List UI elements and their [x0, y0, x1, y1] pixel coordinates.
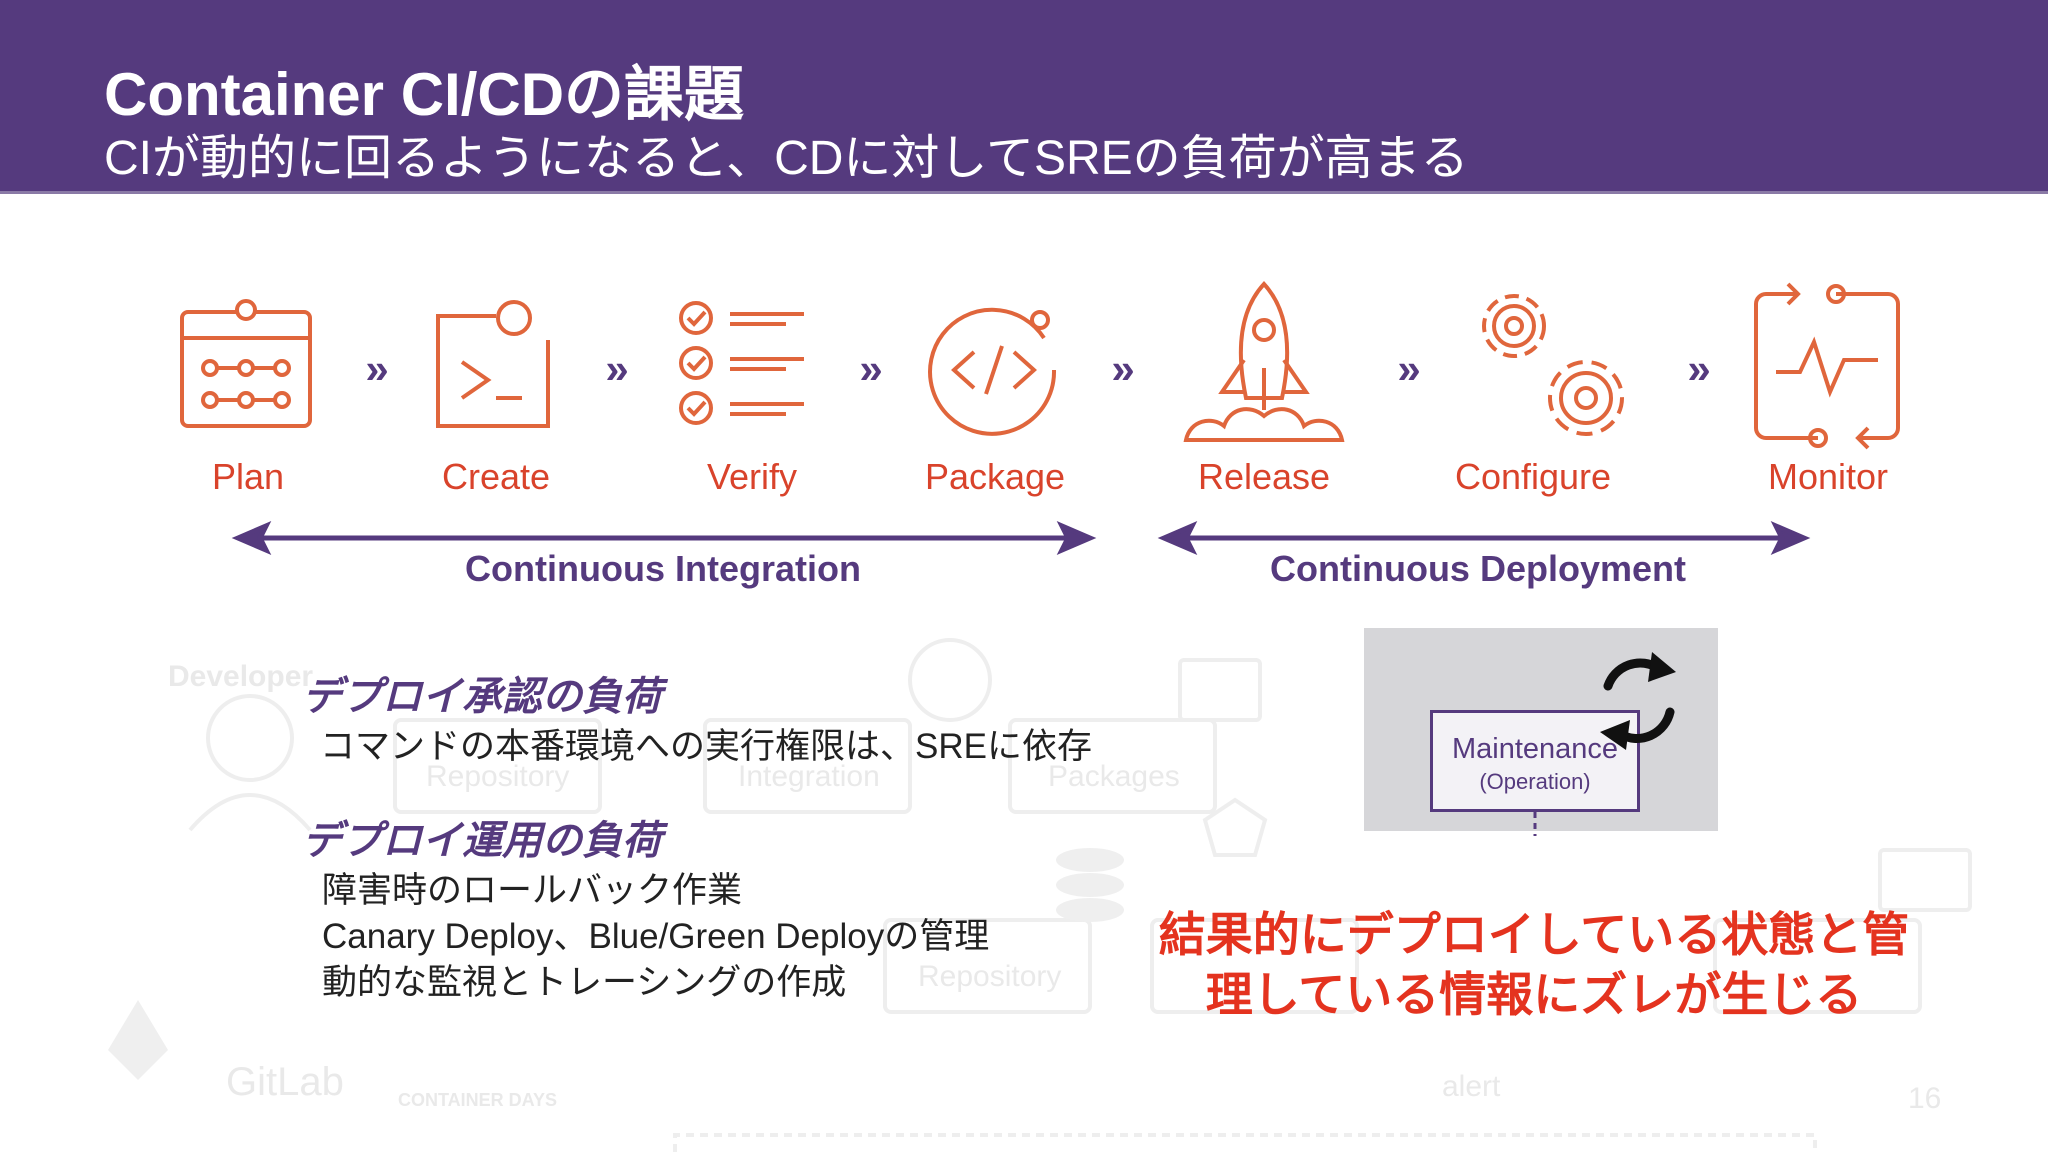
ghost-packages-label: Packages [1048, 760, 1180, 793]
chevron-separator-icon: » [605, 345, 628, 392]
issue-heading-operation: デプロイ運用の負荷 [302, 819, 662, 863]
issue-line: 障害時のロールバック作業 [322, 871, 743, 910]
calendar-plan-icon [180, 299, 312, 428]
stage-monitor-icon-wrap [1728, 280, 1928, 460]
stage-label-release: Release [1197, 456, 1331, 497]
stage-configure-icon-wrap [1434, 280, 1634, 460]
stage-label-plan: Plan [211, 456, 285, 497]
issue-line: 動的な監視とトレーシングの作成 [322, 963, 847, 1002]
conclusion-line-1: 結果的にデプロイしている状態と管 [1158, 908, 1910, 961]
cd-double-arrow-icon [1157, 521, 1811, 555]
ghost-alert-label: alert [1442, 1070, 1501, 1103]
chevron-separator-icon: » [859, 345, 882, 392]
issue-line: コマンドの本番環境への実行権限は、SREに依存 [320, 727, 1092, 766]
chevron-separator-icon: » [365, 345, 388, 392]
maintenance-box: Maintenance (Operation) [1430, 710, 1640, 812]
terminal-icon [436, 300, 550, 428]
stage-create-icon-wrap [396, 280, 596, 460]
stage-label-create: Create [441, 456, 551, 497]
rocket-icon [1183, 281, 1345, 442]
stage-label-package: Package [924, 456, 1066, 497]
stage-plan-icon-wrap [148, 280, 348, 460]
ghost-developer-label: Developer [168, 660, 314, 693]
conclusion-line-2: 理している情報にズレが生じる [1205, 968, 1863, 1021]
phase-arrows [231, 521, 1811, 555]
stage-release-icon-wrap [1164, 280, 1364, 460]
ghost-container-days-label: CONTAINER DAYS [398, 1090, 558, 1110]
ghost-repository-2-label: Repository [918, 960, 1062, 993]
title-banner: Container CI/CDの課題 CIが動的に回るようになると、CDに対して… [0, 0, 2048, 194]
issue-heading-approval: デプロイ承認の負荷 [302, 675, 662, 719]
ci-double-arrow-icon [231, 521, 1097, 555]
stage-package-icon-wrap [894, 280, 1094, 460]
stage-label-monitor: Monitor [1767, 456, 1889, 497]
stage-verify-icon-wrap [650, 280, 850, 460]
cycle-arrows-icon [1600, 652, 1676, 750]
phase-label-ci: Continuous Integration [465, 548, 861, 589]
ghost-integration-label: Integration [738, 760, 880, 793]
ghost-gitlab-label: GitLab [226, 1060, 344, 1104]
slide-subtitle: CIが動的に回るようになると、CDに対してSREの負荷が高まる [104, 132, 1469, 185]
maintenance-title: Maintenance [1451, 733, 1619, 765]
faded-background-diagram: Developer Repository Integration Package… [0, 620, 2048, 1152]
ghost-repository-label: Repository [426, 760, 570, 793]
maintenance-link-line [1533, 812, 1537, 836]
chevron-separator-icon: » [1397, 345, 1420, 392]
code-package-icon [928, 307, 1057, 436]
chevron-separator-icon: » [1687, 345, 1710, 392]
issue-line: Canary Deploy、Blue/Green Deployの管理 [322, 917, 990, 956]
checklist-icon [679, 301, 804, 425]
monitor-pulse-icon [1754, 282, 1900, 450]
stage-label-verify: Verify [706, 456, 798, 497]
chevron-separator-icon: » [1111, 345, 1134, 392]
slide-title: Container CI/CDの課題 [104, 61, 745, 128]
phase-label-cd: Continuous Deployment [1270, 548, 1686, 589]
gears-icon [1482, 294, 1624, 436]
stage-label-configure: Configure [1454, 456, 1612, 497]
maintenance-subtitle: (Operation) [1479, 769, 1591, 794]
page-number: 16 [1908, 1082, 1942, 1115]
